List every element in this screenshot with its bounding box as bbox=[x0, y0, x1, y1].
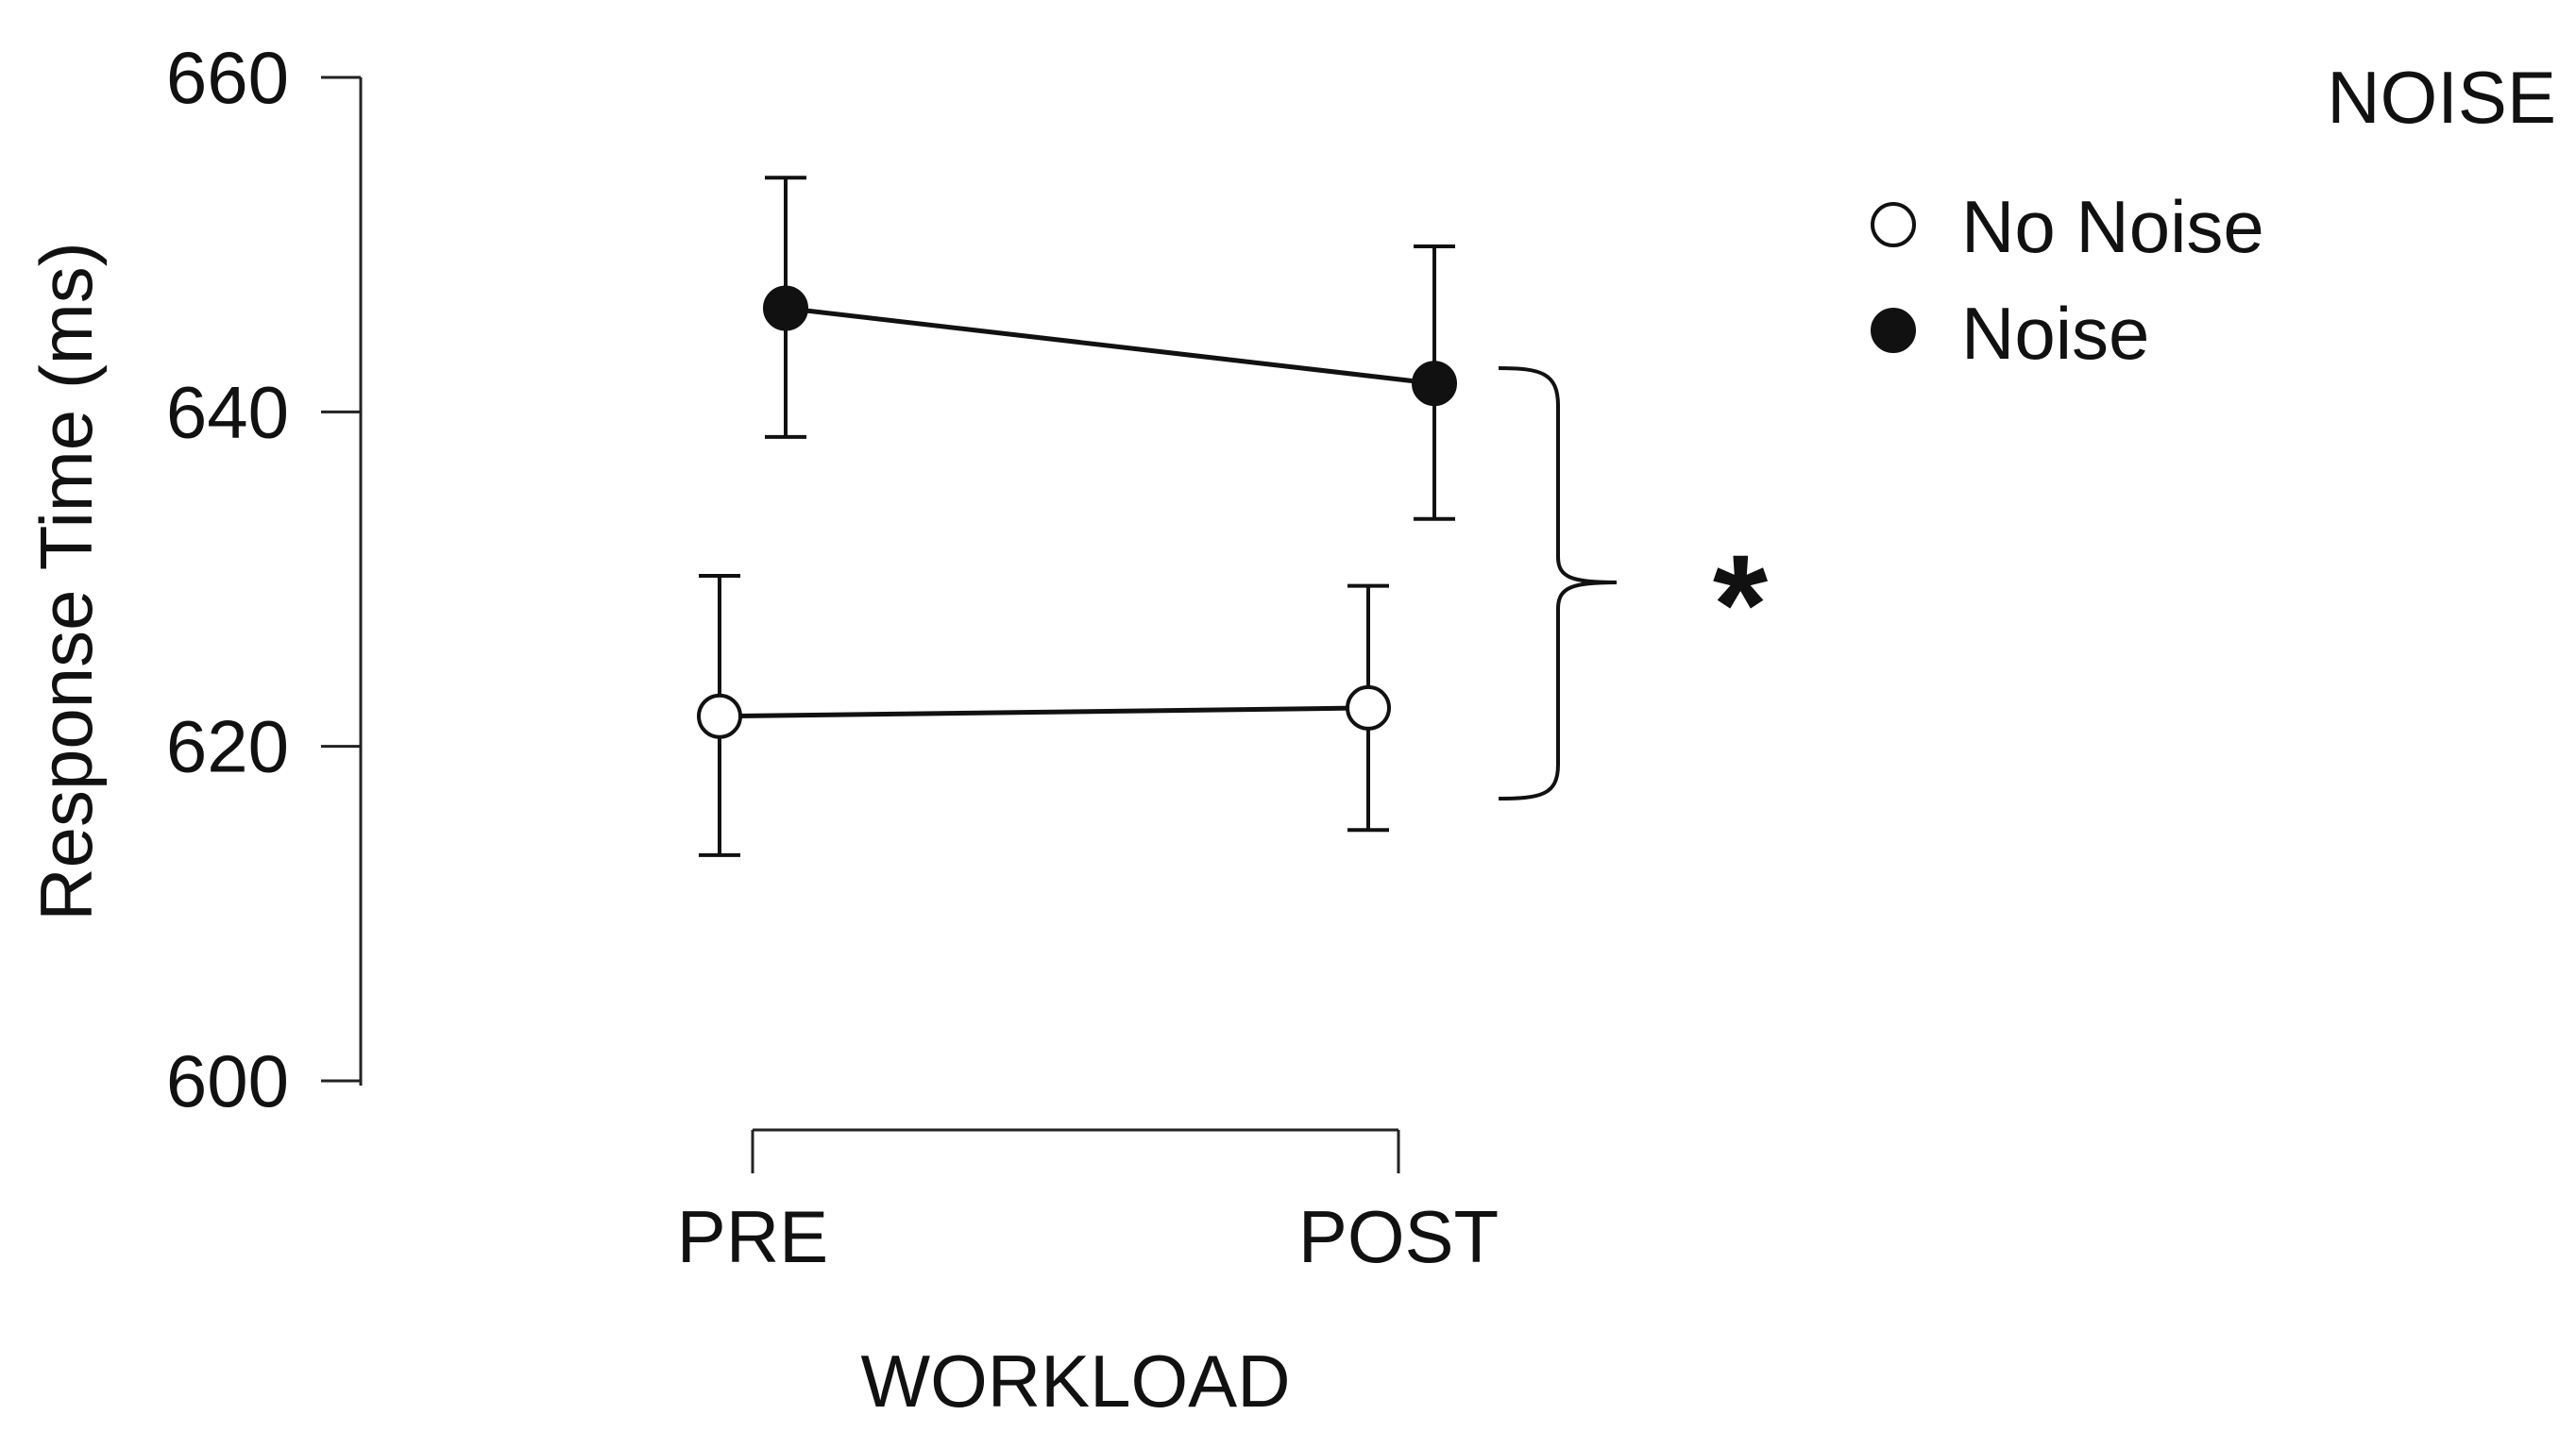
legend-label-noise: Noise bbox=[1961, 292, 2149, 375]
plot-area bbox=[697, 176, 1457, 857]
y-tick-label-600: 600 bbox=[166, 1039, 289, 1122]
series-noise bbox=[763, 176, 1457, 521]
data-point-post bbox=[1412, 361, 1457, 407]
series-no-noise bbox=[697, 573, 1391, 857]
significance-bracket bbox=[1498, 366, 1618, 800]
open-circle-icon bbox=[1871, 202, 1916, 247]
x-tick-label-pre: PRE bbox=[677, 1195, 828, 1278]
legend-item-noise: Noise bbox=[1871, 292, 2149, 375]
significance-asterisk: * bbox=[1713, 525, 1769, 683]
data-point-pre bbox=[763, 285, 808, 331]
series-line bbox=[719, 705, 1369, 719]
significance-annotation: * bbox=[1498, 366, 1769, 800]
x-axis-label: WORKLOAD bbox=[860, 1339, 1290, 1423]
y-tick-label-640: 640 bbox=[166, 370, 289, 453]
filled-circle-icon bbox=[1871, 308, 1916, 353]
y-axis-label: Response Time (ms) bbox=[25, 242, 108, 921]
series-line bbox=[785, 306, 1435, 386]
y-ticks: 600 620 640 660 bbox=[166, 36, 361, 1122]
x-tick-label-post: POST bbox=[1298, 1195, 1499, 1278]
legend: NOISE No Noise Noise bbox=[1871, 56, 2556, 375]
y-tick-label-620: 620 bbox=[166, 705, 289, 788]
legend-label-no-noise: No Noise bbox=[1961, 185, 2264, 268]
y-tick-label-660: 660 bbox=[166, 36, 289, 119]
legend-item-no-noise: No Noise bbox=[1871, 185, 2264, 268]
legend-title: NOISE bbox=[2327, 56, 2556, 139]
data-point-pre bbox=[697, 693, 742, 739]
y-axis: 600 620 640 660 bbox=[166, 36, 363, 1122]
data-point-post bbox=[1346, 684, 1391, 731]
x-axis: PRE POST bbox=[677, 1128, 1499, 1278]
